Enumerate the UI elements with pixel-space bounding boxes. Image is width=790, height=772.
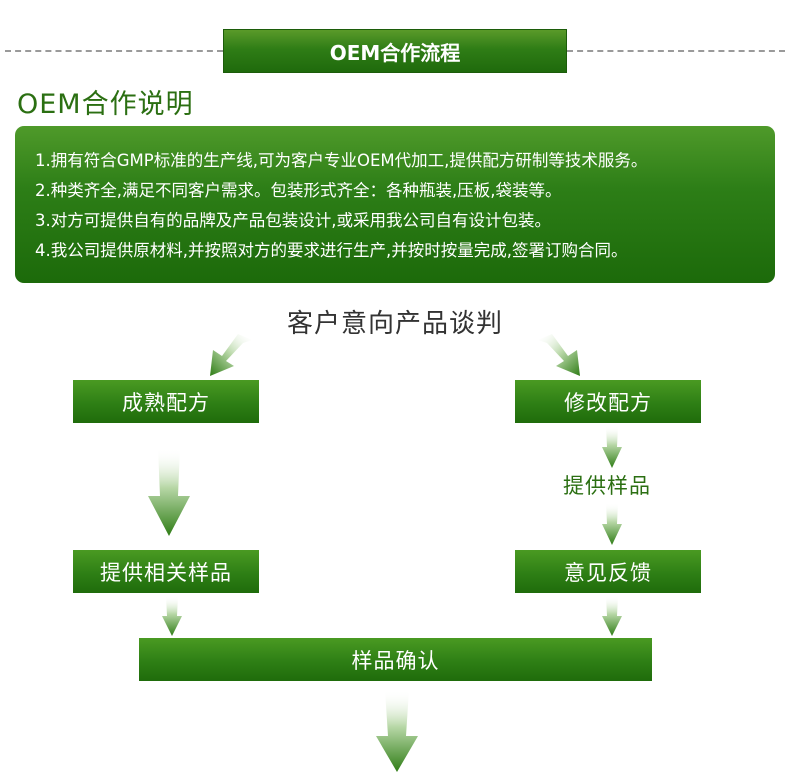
info-line-2: 2.种类齐全,满足不同客户需求。包装形式齐全：各种瓶装,压板,袋装等。 [35, 181, 562, 200]
step-mature-formula: 成熟配方 [73, 380, 259, 423]
info-line-3: 3.对方可提供自有的品牌及产品包装设计,或采用我公司自有设计包装。 [35, 211, 551, 230]
info-line-1: 1.拥有符合GMP标准的生产线,可为客户专业OEM代加工,提供配方研制等技术服务… [35, 151, 648, 170]
info-box: 1.拥有符合GMP标准的生产线,可为客户专业OEM代加工,提供配方研制等技术服务… [15, 126, 775, 283]
arrow-left-down-1 [148, 448, 190, 536]
arrow-to-right-step [538, 334, 580, 376]
step-provide-related-samples: 提供相关样品 [73, 550, 259, 593]
step-provide-sample: 提供样品 [563, 474, 651, 498]
section-title: OEM合作说明 [17, 89, 194, 120]
arrow-right-down-1 [602, 426, 622, 468]
arrow-left-down-2 [162, 596, 182, 636]
arrow-to-left-step [210, 334, 252, 376]
arrow-right-down-3 [602, 596, 622, 636]
step-feedback: 意见反馈 [515, 550, 701, 593]
header-divider-left [5, 50, 223, 52]
info-line-4: 4.我公司提供原材料,并按照对方的要求进行生产,并按时按量完成,签署订购合同。 [35, 241, 628, 260]
arrow-right-down-2 [602, 503, 622, 545]
flow-start-label: 客户意向产品谈判 [286, 309, 503, 339]
arrow-bottom [376, 690, 418, 772]
header-divider-right [567, 50, 785, 52]
step-sample-confirm: 样品确认 [139, 638, 652, 681]
step-modify-formula: 修改配方 [515, 380, 701, 423]
process-banner: OEM合作流程 [223, 29, 567, 73]
